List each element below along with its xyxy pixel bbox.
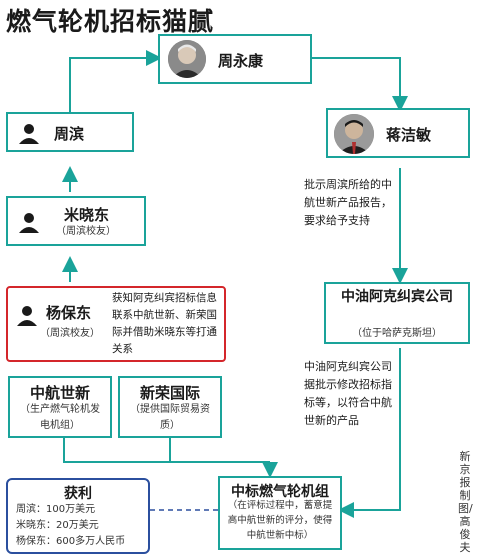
edge-label-cnpc-to-bid: 中油阿克纠宾公司据批示修改招标指标等，以符合中航世新的产品	[304, 360, 392, 427]
node-profit: 获利 周滨：100万美元 米晓东：20万美元 杨保东：600多万人民币	[6, 478, 150, 554]
node-bid-win: 中标燃气轮机组 （在评标过程中，蓄意提高中航世新的评分，使得中航世新中标）	[218, 476, 342, 550]
page-title: 燃气轮机招标猫腻	[6, 7, 215, 36]
zhou-yongkang-photo	[168, 40, 206, 78]
xinrong-name: 新荣国际	[139, 384, 200, 402]
person-silhouette-icon	[19, 124, 39, 144]
node-zhonghang-shixin: 中航世新 （生产燃气轮机发电机组）	[8, 376, 112, 438]
profit-item: 周滨：100万美元	[16, 504, 96, 515]
zhou-yongkang-name: 周永康	[218, 52, 264, 70]
profit-list: 周滨：100万美元 米晓东：20万美元 杨保东：600多万人民币	[16, 502, 125, 550]
zhou-bin-name: 周滨	[54, 125, 85, 143]
cnpc-akb-name: 中油阿克纠宾公司	[341, 289, 453, 305]
yang-baodong-name: 杨保东	[46, 304, 92, 322]
mi-xiaodong-name: 米晓东	[64, 206, 110, 224]
person-silhouette-icon	[19, 213, 39, 233]
yang-baodong-desc: 获知阿克纠宾招标信息联系中航世新、新荣国际并借助米晓东等打通关系	[112, 292, 217, 355]
profit-title: 获利	[64, 486, 92, 502]
credit-text: 新京报制图/高俊夫	[458, 450, 473, 554]
profit-item: 米晓东：20万美元	[16, 520, 99, 531]
mi-xiaodong-note: （周滨校友）	[56, 226, 116, 237]
edge-cnpc-to-bid	[338, 348, 401, 518]
node-jiang-jiemin: 蒋洁敏	[326, 108, 470, 158]
bid-win-note: （在评标过程中，蓄意提高中航世新的评分，使得中航世新中标）	[227, 500, 333, 541]
zhonghang-note: （生产燃气轮机发电机组）	[20, 404, 100, 431]
node-yang-baodong: 杨保东 （周滨校友） 获知阿克纠宾招标信息联系中航世新、新荣国际并借助米晓东等打…	[6, 286, 226, 362]
yang-baodong-note: （周滨校友）	[40, 328, 100, 339]
node-mi-xiaodong: 米晓东 （周滨校友）	[6, 196, 146, 246]
xinrong-note: （提供国际贸易资质）	[130, 404, 210, 431]
jiang-jiemin-name: 蒋洁敏	[386, 126, 432, 144]
node-cnpc-akb: 中油阿克纠宾公司 （位于哈萨克斯坦）	[324, 282, 470, 344]
edge-zhou-to-jiang	[312, 57, 408, 112]
person-silhouette-icon	[17, 306, 37, 326]
edge-zhonghang-join	[63, 438, 270, 463]
cnpc-akb-note: （位于哈萨克斯坦）	[352, 328, 442, 339]
edge-label-jiang-to-cnpc: 批示周滨所给的中航世新产品报告，要求给予支持	[304, 178, 392, 227]
node-zhou-bin: 周滨	[6, 112, 134, 152]
jiang-jiemin-photo	[334, 114, 374, 154]
zhonghang-name: 中航世新	[29, 384, 90, 402]
bid-win-name: 中标燃气轮机组	[231, 484, 329, 500]
edge-zhoubin-to-zhouyk	[69, 50, 162, 112]
node-zhou-yongkang: 周永康	[158, 34, 312, 84]
profit-item: 杨保东：600多万人民币	[16, 536, 126, 547]
node-xinrong: 新荣国际 （提供国际贸易资质）	[118, 376, 222, 438]
